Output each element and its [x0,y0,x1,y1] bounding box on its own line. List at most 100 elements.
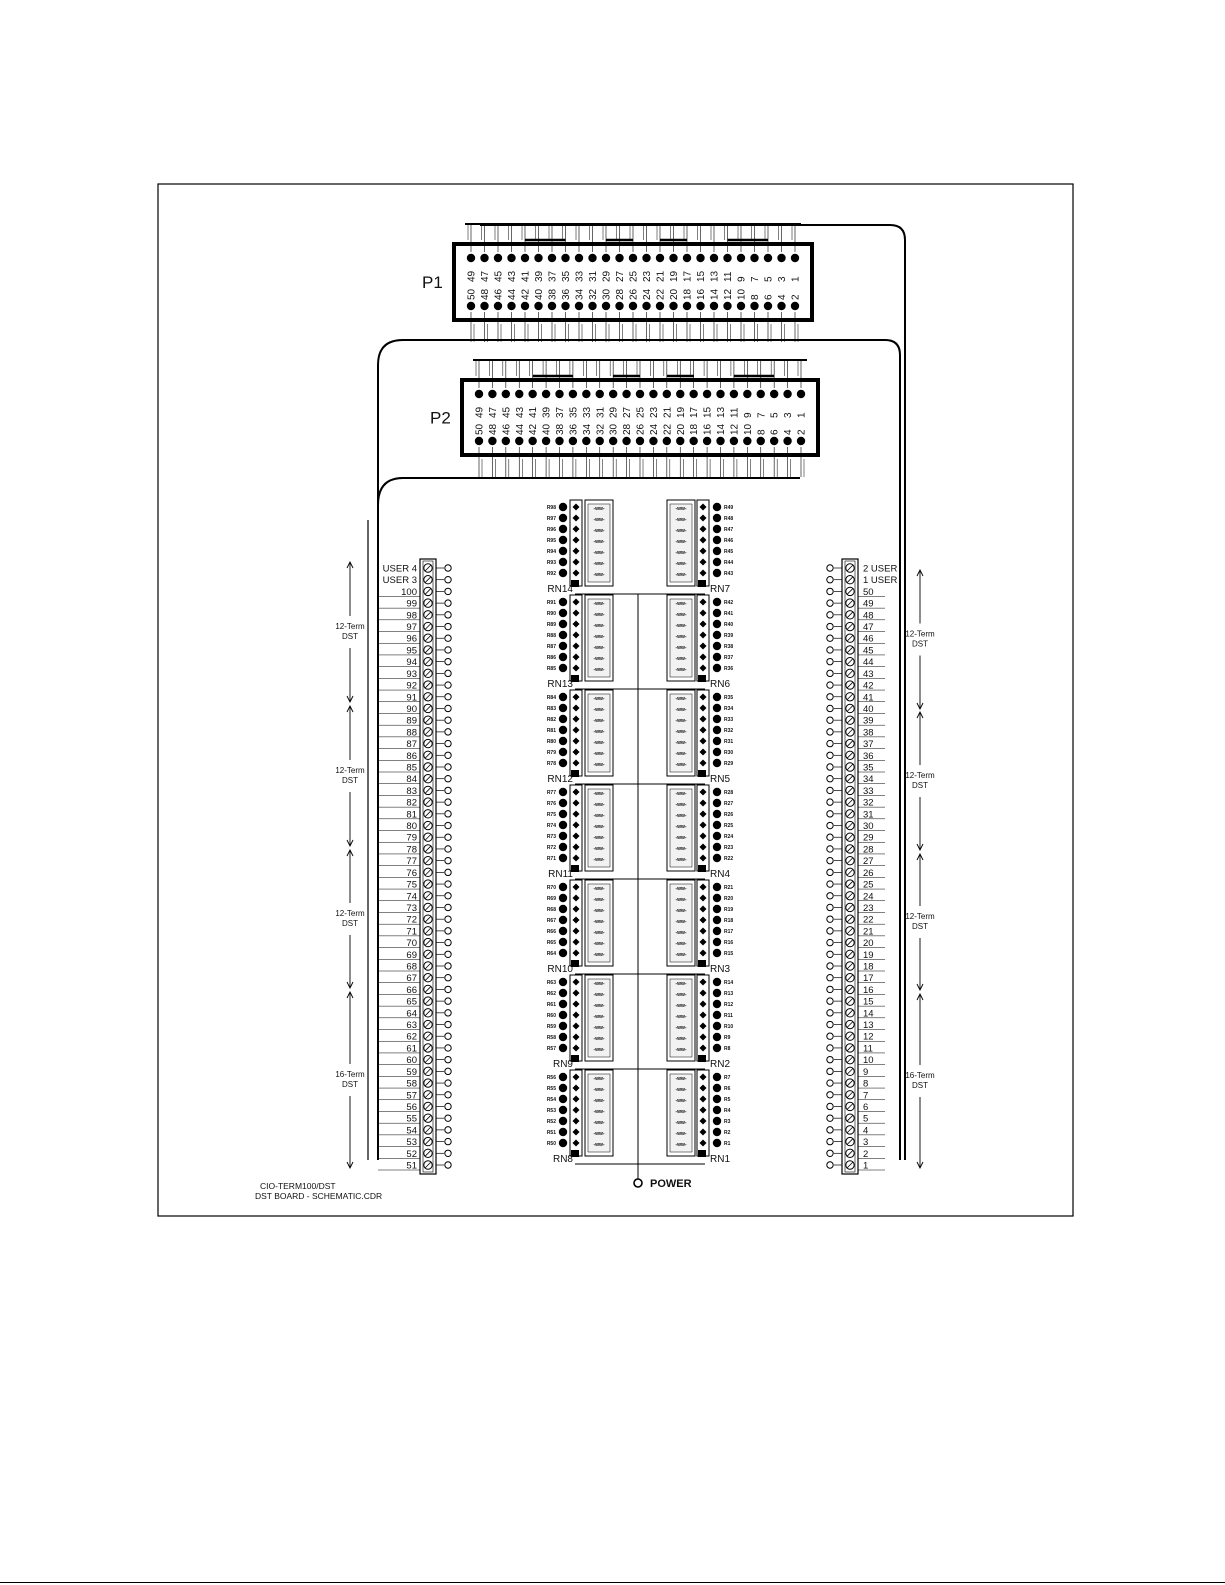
resistor-label: R60 [547,1013,556,1019]
test-point-icon [444,903,452,912]
diode-icon [699,609,707,617]
terminal-block [841,558,859,1175]
pin [756,389,765,399]
pin-number: 37 [555,406,566,418]
resistor-symbol: -ww- [675,1036,686,1042]
resistor-pin [558,652,568,662]
diode-icon [572,1000,580,1008]
test-point-icon [444,786,452,795]
pin [466,301,476,311]
test-point-icon [444,821,452,830]
test-point-icon [444,856,452,865]
pin-number: 22 [662,423,673,435]
group-label: DST [912,781,928,790]
pin [501,389,511,399]
resistor-pin [712,904,722,914]
pin-number: 5 [764,276,775,282]
pin-number: 2 [791,294,802,300]
credit-line-1: CIO-TERM100/DST [260,1181,336,1191]
pin [615,253,624,263]
diode-icon [572,1106,580,1114]
resistor-symbol: -ww- [593,601,604,607]
diode-icon [699,642,707,650]
resistor-symbol: -ww- [675,740,686,746]
pin [541,389,551,399]
terminal-label: 92 [406,681,417,692]
resistor-label: R19 [724,907,733,913]
rn-label: RN14 [547,584,573,595]
pin-number: 8 [750,294,761,300]
pin-number: 33 [582,406,593,418]
resistor-symbol: -ww- [593,1142,604,1148]
group-label: 12-Term [335,766,365,775]
pin-number: 43 [515,406,526,418]
resistor-label: R97 [547,516,556,522]
pin-number: 9 [743,412,754,418]
resistor-pin [558,1043,568,1053]
diode-icon [699,832,707,840]
resistor-symbol: -ww- [593,506,604,512]
pin1-marker-icon [698,1150,706,1157]
pin1-marker-icon [698,675,706,682]
resistor-label: R98 [547,505,556,511]
pin1-marker-icon [698,865,706,872]
test-point-icon [444,728,452,736]
resistor-symbol: -ww- [675,601,686,607]
resistor-pin [558,608,568,618]
resistor-pin [712,568,722,578]
resistor-symbol: -ww- [675,645,686,651]
test-point-icon [444,880,452,888]
pin-number: 4 [783,429,794,435]
pin [729,436,739,446]
resistor-label: R52 [547,1119,556,1125]
group-label: DST [342,632,358,641]
resistor-pin [712,1021,722,1031]
pin1-marker-icon [571,1150,579,1157]
pin [796,436,806,446]
test-point-icon [826,974,834,982]
terminal-label: 91 [406,692,417,703]
pin [622,389,631,399]
resistor-symbol: -ww- [675,802,686,808]
resistor-pin [712,758,722,768]
resistor-symbol: -ww- [593,1098,604,1104]
resistor-label: R49 [724,505,733,511]
resistor-label: R94 [547,549,556,555]
resistor-pin [558,926,568,936]
resistor-symbol: -ww- [593,908,604,914]
resistor-pin [712,1043,722,1053]
resistor-label: R30 [724,750,733,756]
pin-number: 38 [555,423,566,435]
pin [528,389,537,399]
terminal-label: 4 [863,1125,868,1136]
resistor-label: R64 [547,951,556,957]
pin [736,301,746,311]
resistor-pin [712,882,722,892]
test-point-icon [826,576,834,584]
resistor-symbol: -ww- [593,656,604,662]
pin-number: 47 [488,406,499,418]
pin [582,389,591,399]
diode-icon [699,715,707,723]
pin-number: 17 [689,406,700,418]
terminal-label: 96 [406,634,417,645]
terminal-label: 11 [863,1043,873,1054]
terminal-label: USER 4 [383,564,417,575]
diode-icon [699,503,707,511]
pin-number: 40 [542,423,553,435]
pin [608,436,618,446]
terminal-label: 77 [406,856,417,867]
diode-icon [699,1000,707,1008]
test-point-icon [444,763,452,771]
test-point-icon [444,622,452,631]
resistor-label: R1 [724,1141,731,1147]
pin-number: 4 [777,294,788,300]
pin [696,301,705,311]
terminal-label: 82 [406,798,417,809]
test-point-icon [826,611,834,619]
test-point-icon [826,985,834,994]
test-point-icon [826,669,834,678]
terminal-label: 65 [406,997,417,1008]
